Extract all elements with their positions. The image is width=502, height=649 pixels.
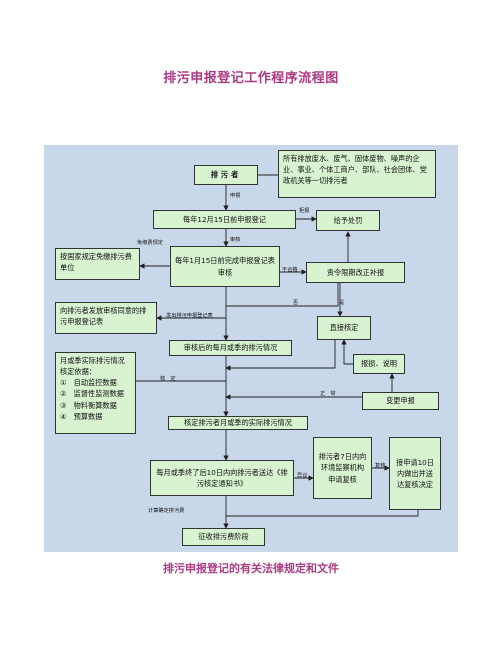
node-monthly-quarterly: 审核后的每月或季的排污情况 xyxy=(169,340,292,356)
node-deliver-notice: 每月或季终了后10日内向排污者送达《排污核定通知书》 xyxy=(150,460,294,496)
basis-item: ① 自动监控数据 xyxy=(60,378,117,388)
label-issue-out: 发出排污申报登记表 xyxy=(166,313,213,319)
edge-direct-verify xyxy=(225,340,336,371)
edge-decision-back xyxy=(226,510,419,517)
label-yes: 是 xyxy=(339,300,345,306)
label-exempt-fee: 免缴费规定 xyxy=(137,240,163,246)
label-objection: 异议 xyxy=(297,473,308,479)
node-punish: 给予处罚 xyxy=(316,210,380,231)
node-issue-form: 向排污者发放审核同意的排污申报登记表 xyxy=(55,302,157,334)
node-direct-verify: 直接核定 xyxy=(317,316,371,340)
edge-explain-verify xyxy=(341,339,353,365)
basis-title: 月或季实际排污情况核定依据： xyxy=(60,356,125,377)
page-title: 排污申报登记工作程序流程图 xyxy=(163,71,339,86)
node-report-explain: 报损、说明 xyxy=(353,354,405,374)
node-order-correction: 责令限期改正补报 xyxy=(306,262,405,283)
label-review2: 复核 xyxy=(375,463,386,469)
node-apply-review: 排污者7日内向环境监察机构申请复核 xyxy=(313,437,372,499)
page-subtitle: 排污申报登记的有关法律规定和文件 xyxy=(163,562,339,575)
node-collect-fee: 征收排污费阶段 xyxy=(182,528,265,546)
node-polluter: 排污者 xyxy=(194,165,258,185)
node-polluter-scope: 所有排放废水、废气、固体废物、噪声的企业、事业、个体工商户、部队、社会团体、党政… xyxy=(278,150,436,198)
label-verify: 核 定 xyxy=(160,376,176,382)
node-basis: 月或季实际排污情况核定依据： ① 自动监控数据 ② 监督性监测数据 ③ 物料衡算… xyxy=(55,352,136,434)
label-refuse: 拒报 xyxy=(299,208,310,214)
node-register-by-dec15: 每年12月15日前申报登记 xyxy=(153,210,296,229)
basis-item: ② 监督性监测数据 xyxy=(60,389,124,399)
label-declare: 申报 xyxy=(230,193,241,199)
label-review: 审核 xyxy=(230,237,241,243)
edge-no xyxy=(226,283,339,307)
label-no: 否 xyxy=(293,300,299,306)
label-correct: 正 常 xyxy=(320,391,336,397)
node-review-decision: 接申请10日内做出并送达复核决定 xyxy=(389,437,441,510)
node-verify-actual: 核定排污者月或季的实际排污情况 xyxy=(168,416,308,430)
label-unqualified: 不合格 xyxy=(282,267,298,273)
node-complete-review: 每年1月15日前完成申报登记表审核 xyxy=(170,246,280,287)
node-change-report: 变更申报 xyxy=(362,392,439,410)
label-calc-fee: 计算确定排污费 xyxy=(148,508,185,514)
node-exempt: 按国家规定免缴排污费单位 xyxy=(55,248,140,280)
basis-item: ④ 预算数据 xyxy=(60,411,103,421)
basis-item: ③ 物料衡算数据 xyxy=(60,400,117,410)
